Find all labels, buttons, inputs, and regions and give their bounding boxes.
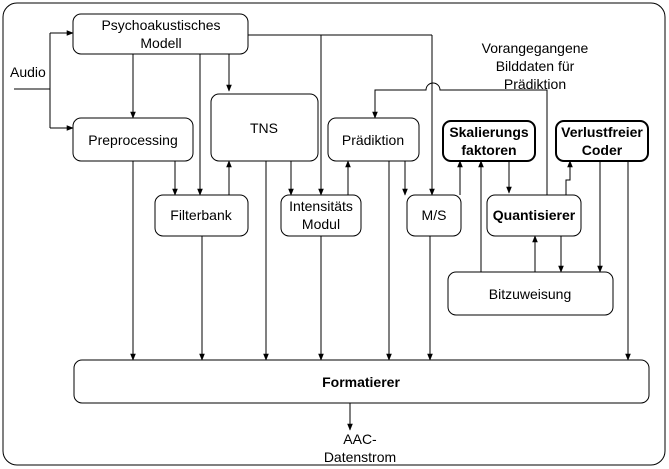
audio-label: Audio (10, 64, 46, 80)
connections (14, 30, 631, 431)
preprocessing-box (72, 117, 194, 162)
previous-data-label-line3: Prädiktion (504, 76, 566, 92)
arrow-previous-data-to-praediktion (372, 82, 548, 195)
previous-data-label-line1: Vorangegangene (482, 40, 589, 56)
output-label-line2: Datenstrom (324, 449, 396, 465)
quantizer-label: Quantisierer (493, 207, 576, 223)
scalefactors-box (442, 120, 536, 162)
ms-label: M/S (422, 207, 447, 223)
previous-data-label-line2: Bilddaten für (496, 58, 575, 74)
output-label-line1: AAC- (343, 431, 377, 447)
filterbank-box (154, 194, 249, 237)
quantizer-box (486, 194, 582, 237)
intensity-module-label-line1: Intensitäts (289, 198, 353, 214)
lossless-coder-label-line2: Coder (582, 142, 623, 158)
praediktion-box (327, 117, 420, 162)
psycho-model-label-line1: Psychoakustisches (101, 17, 220, 33)
bit-allocation-box (447, 271, 614, 316)
filterbank-label: Filterbank (170, 207, 232, 223)
tns-label: TNS (250, 120, 278, 136)
lossless-coder-label-line1: Verlustfreier (561, 124, 643, 140)
tns-box (210, 93, 319, 162)
formatierer-box (73, 359, 650, 404)
scalefactors-label-line2: faktoren (461, 142, 516, 158)
arrow-quantizer-to-coder (565, 160, 573, 195)
psycho-model-label-line2: Modell (140, 35, 181, 51)
intensity-module-label-line2: Modul (302, 216, 340, 232)
ms-box (406, 194, 462, 237)
formatierer-label: Formatierer (322, 374, 400, 390)
lossless-coder-box (555, 120, 649, 162)
preprocessing-label: Preprocessing (88, 132, 178, 148)
bit-allocation-label: Bitzuweisung (489, 286, 572, 302)
psycho-model-box (72, 13, 249, 55)
praediktion-label: Prädiktion (342, 132, 404, 148)
intensity-module-box (280, 194, 362, 237)
scalefactors-label-line1: Skalierungs (449, 124, 529, 140)
